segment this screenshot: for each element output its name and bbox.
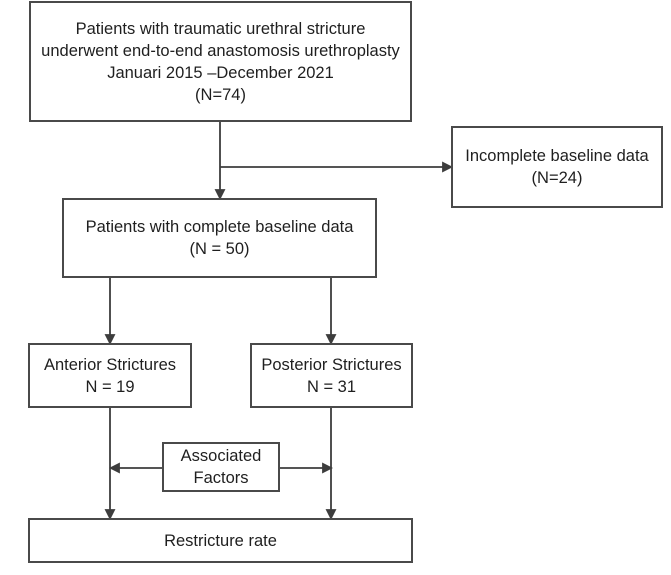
arrowhead-right-icon — [322, 462, 334, 474]
factors-text-line: Factors — [193, 469, 249, 487]
anterior-count: N = 19 — [85, 377, 135, 396]
arrowhead-down-icon — [104, 509, 116, 521]
box-enrollment: Patients with traumatic urethral strictu… — [29, 1, 412, 122]
box-excluded: Incomplete baseline data (N=24) — [451, 126, 663, 208]
posterior-text-line: Posterior Strictures — [261, 355, 402, 374]
excluded-count: (N=24) — [531, 169, 583, 187]
enrollment-count: (N=74) — [195, 85, 246, 104]
box-anterior-strictures: Anterior Strictures N = 19 — [28, 343, 192, 408]
arrowhead-right-icon — [442, 161, 454, 173]
excluded-text-line: Incomplete baseline data — [465, 147, 649, 165]
arrowhead-down-icon — [325, 509, 337, 521]
complete-text-line: Patients with complete baseline data — [85, 218, 354, 236]
factors-text-line: Associated — [180, 447, 262, 465]
outcome-text-line: Restricture rate — [164, 531, 277, 550]
box-associated-factors: Associated Factors — [162, 442, 280, 492]
enrollment-text-line: underwent end-to-end anastomosis urethro… — [41, 41, 400, 60]
arrowhead-down-icon — [104, 334, 116, 346]
complete-count: (N = 50) — [189, 240, 250, 258]
box-complete-baseline: Patients with complete baseline data (N … — [62, 198, 377, 278]
posterior-count: N = 31 — [306, 377, 357, 396]
anterior-text-line: Anterior Strictures — [43, 355, 177, 374]
box-restricture-rate: Restricture rate — [28, 518, 413, 563]
enrollment-text-line: Januari 2015 –December 2021 — [107, 63, 334, 82]
arrowhead-down-icon — [325, 334, 337, 346]
arrowhead-down-icon — [214, 189, 226, 201]
arrowhead-left-icon — [108, 462, 120, 474]
box-posterior-strictures: Posterior Strictures N = 31 — [250, 343, 413, 408]
enrollment-text-line: Patients with traumatic urethral strictu… — [75, 19, 366, 38]
